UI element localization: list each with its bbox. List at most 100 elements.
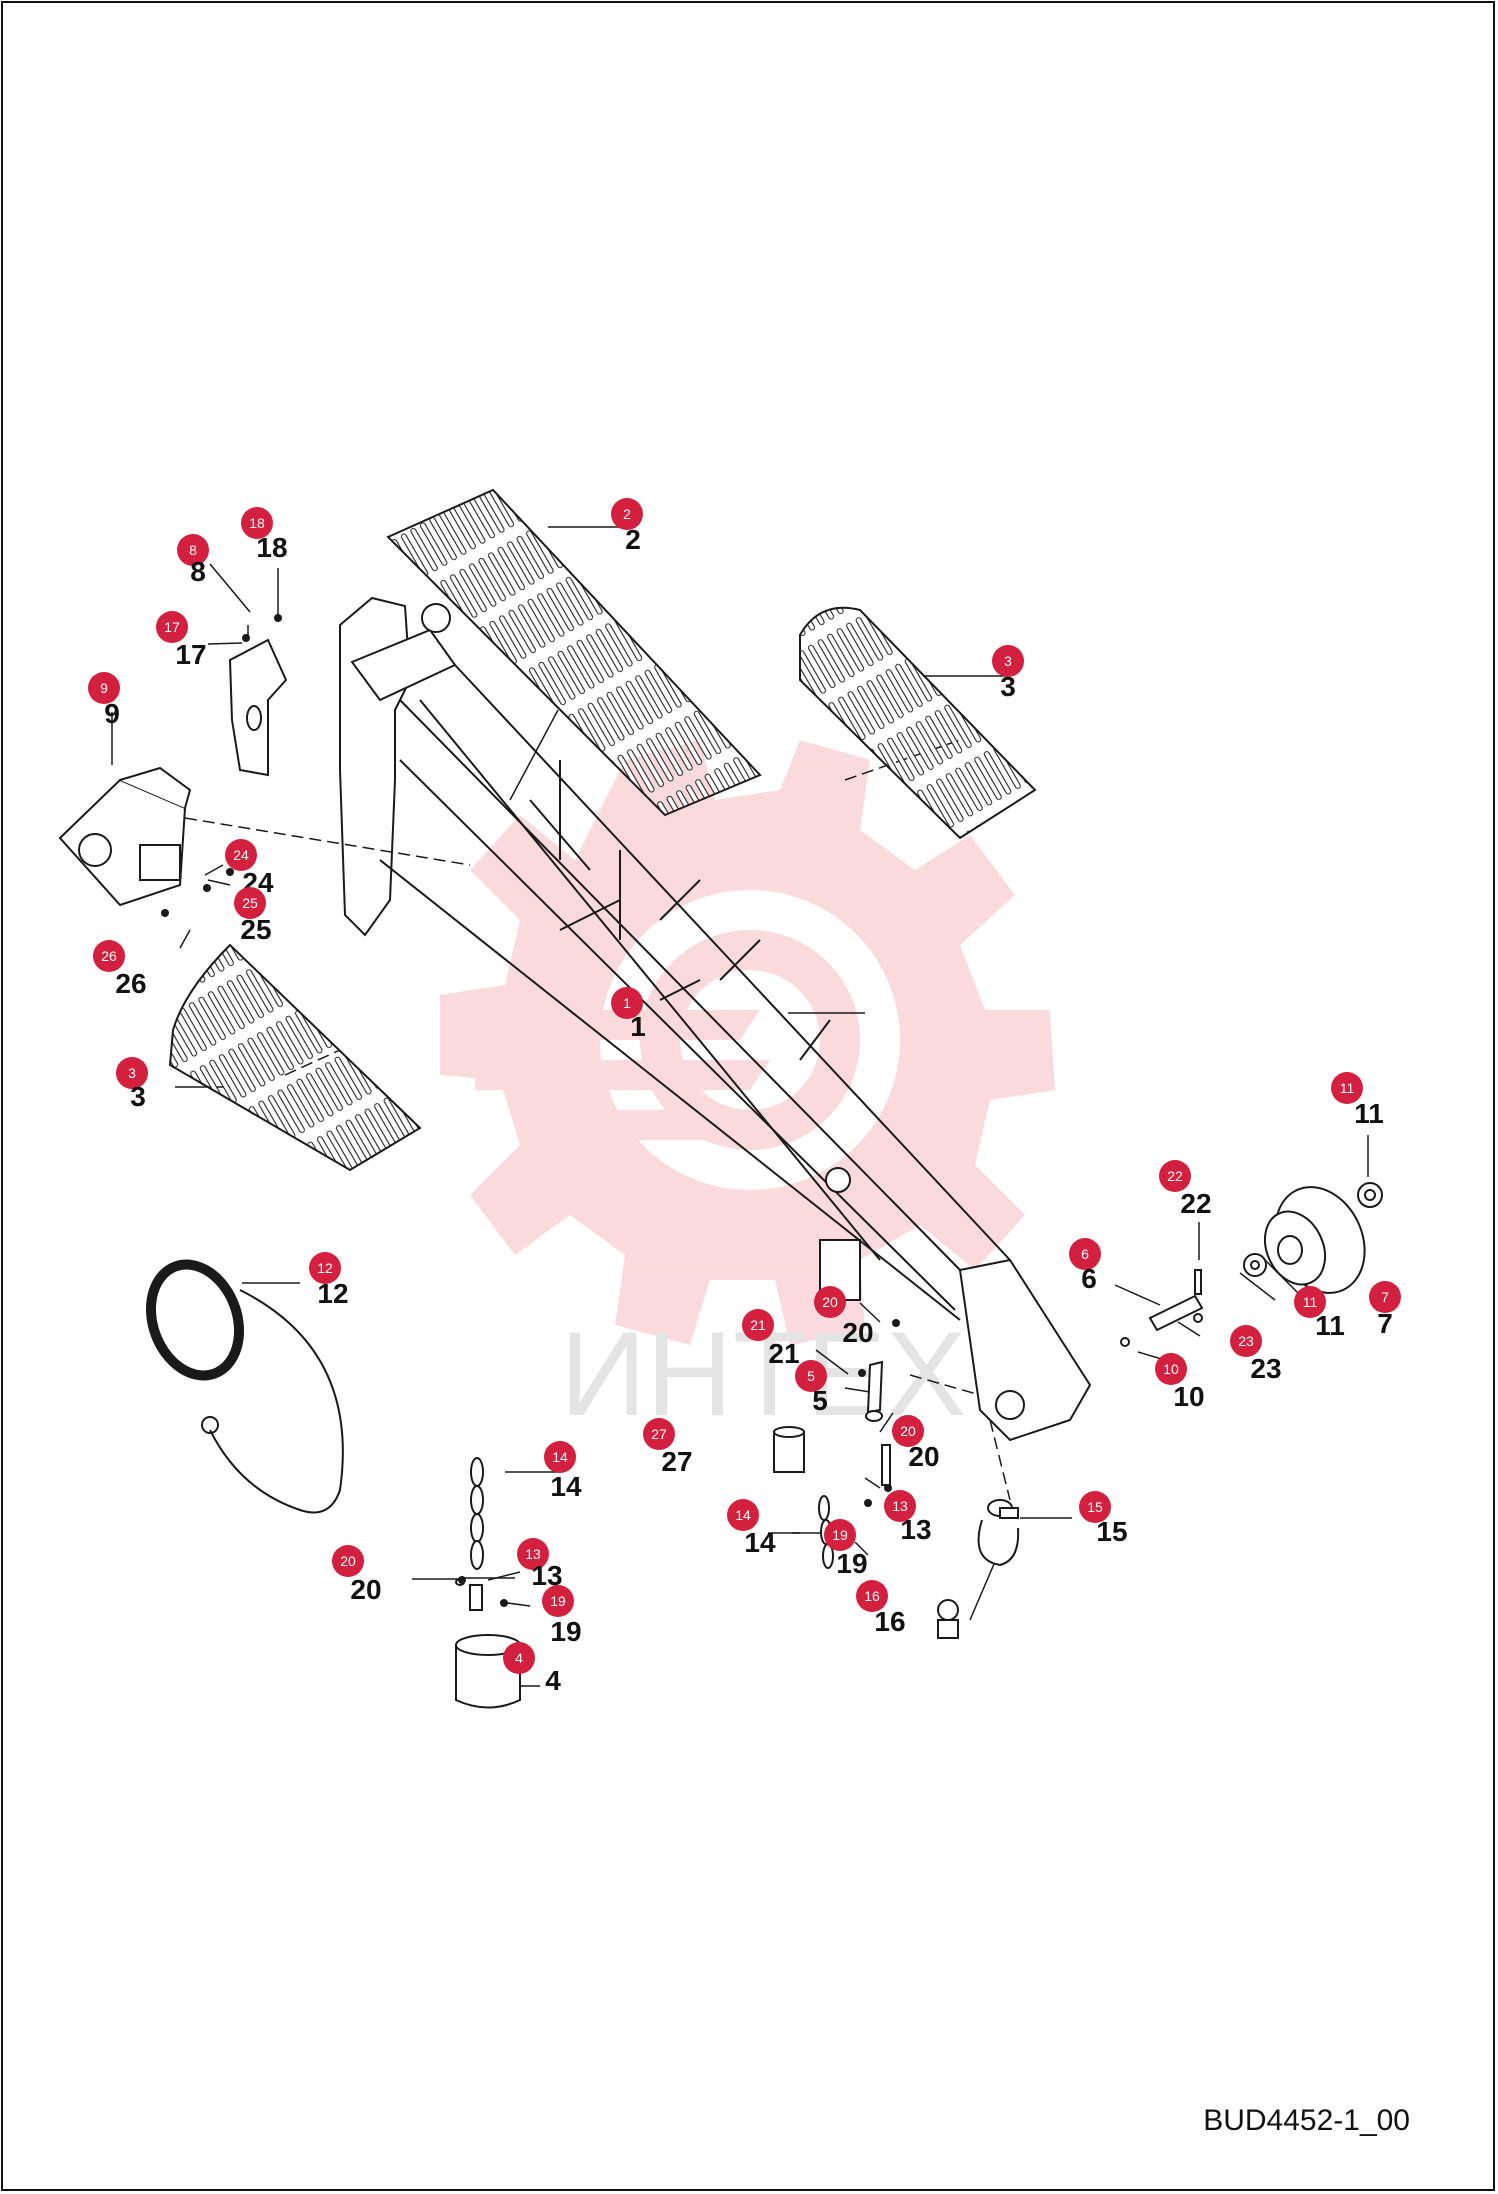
part-label: 9 — [104, 698, 120, 729]
callout-badge — [742, 1309, 774, 1341]
callout-number: 13 — [525, 1546, 541, 1562]
callout-number: 16 — [864, 1588, 880, 1604]
part-label: 20 — [842, 1317, 873, 1348]
watermark-logo — [440, 740, 1055, 1345]
callout-badge — [1331, 1072, 1363, 1104]
callout-badge — [1079, 1491, 1111, 1523]
callout-badge — [892, 1415, 924, 1447]
chain-14-left — [470, 1457, 484, 1570]
part-label: 14 — [744, 1527, 776, 1558]
callout-badge — [611, 987, 643, 1019]
callout-number: 6 — [1081, 1246, 1089, 1262]
callout-badge — [1069, 1238, 1101, 1270]
part-label: 20 — [908, 1441, 939, 1472]
callout-number: 24 — [233, 847, 249, 863]
callout-3: 33 — [992, 645, 1024, 702]
callout-number: 12 — [317, 1260, 333, 1276]
part-label: 3 — [130, 1081, 146, 1112]
callout-number: 10 — [1163, 1361, 1179, 1377]
part-label: 11 — [1354, 1098, 1384, 1129]
part-label: 11 — [1315, 1310, 1345, 1341]
callout-badge — [1230, 1325, 1262, 1357]
callout-number: 25 — [242, 895, 258, 911]
callout-number: 13 — [892, 1498, 908, 1514]
callout-number: 5 — [807, 1368, 815, 1384]
grating-plate-3-upper — [799, 606, 1037, 840]
eye-bolt-16 — [937, 1599, 959, 1639]
part-label: 1 — [630, 1011, 646, 1042]
callout-number: 7 — [1381, 1289, 1389, 1305]
callout-number: 20 — [822, 1294, 838, 1310]
part-label: 3 — [1000, 671, 1016, 702]
callout-3: 33 — [116, 1057, 148, 1112]
callout-badge — [884, 1490, 916, 1522]
washer-11-b — [1243, 1253, 1267, 1277]
callout-badge — [611, 498, 643, 530]
callout-badge — [795, 1360, 827, 1392]
cable-12 — [145, 1259, 344, 1514]
part-label: 15 — [1096, 1516, 1127, 1547]
part-label: 21 — [768, 1338, 799, 1369]
callout-number: 9 — [100, 680, 108, 696]
callout-1: 11 — [611, 987, 646, 1042]
winch-9 — [58, 766, 192, 907]
callout-badge — [824, 1519, 856, 1551]
callout-badge — [88, 672, 120, 704]
bracket-8 — [228, 638, 288, 777]
callout-badge — [1294, 1286, 1326, 1318]
callout-badge — [234, 887, 266, 919]
axle-6 — [1120, 1269, 1204, 1347]
callout-number: 8 — [189, 542, 197, 558]
callout-badge — [727, 1499, 759, 1531]
callout-badge — [517, 1538, 549, 1570]
callout-badge — [93, 940, 125, 972]
part-label: 17 — [175, 639, 206, 670]
callout-layer: 1122333344556677889910101111111112121313… — [88, 498, 1401, 1696]
callout-number: 20 — [900, 1423, 916, 1439]
callout-badge — [241, 507, 273, 539]
part-label: 6 — [1081, 1263, 1097, 1294]
part-label: 14 — [550, 1471, 582, 1502]
callout-badge — [116, 1057, 148, 1089]
part-label: 5 — [812, 1385, 828, 1416]
lever-5 — [865, 1360, 884, 1422]
callout-badge — [332, 1545, 364, 1577]
part-label: 19 — [550, 1616, 581, 1647]
callout-7: 77 — [1369, 1281, 1401, 1339]
callout-number: 19 — [832, 1527, 848, 1543]
part-label: 10 — [1173, 1381, 1204, 1412]
washer-11-a — [1357, 1182, 1383, 1208]
part-label: 4 — [545, 1665, 561, 1696]
callout-number: 19 — [550, 1593, 566, 1609]
callout-badge — [814, 1286, 846, 1318]
callout-number: 20 — [340, 1553, 356, 1569]
callout-number: 22 — [1167, 1168, 1183, 1184]
callout-badge — [542, 1585, 574, 1617]
callout-badge — [156, 611, 188, 643]
callout-number: 11 — [1340, 1080, 1355, 1096]
callout-number: 2 — [623, 506, 631, 522]
callout-number: 21 — [750, 1317, 766, 1333]
drawing-code: BUD4452-1_00 — [1203, 2104, 1410, 2137]
part-label: 20 — [350, 1574, 381, 1605]
callout-number: 17 — [164, 619, 180, 635]
